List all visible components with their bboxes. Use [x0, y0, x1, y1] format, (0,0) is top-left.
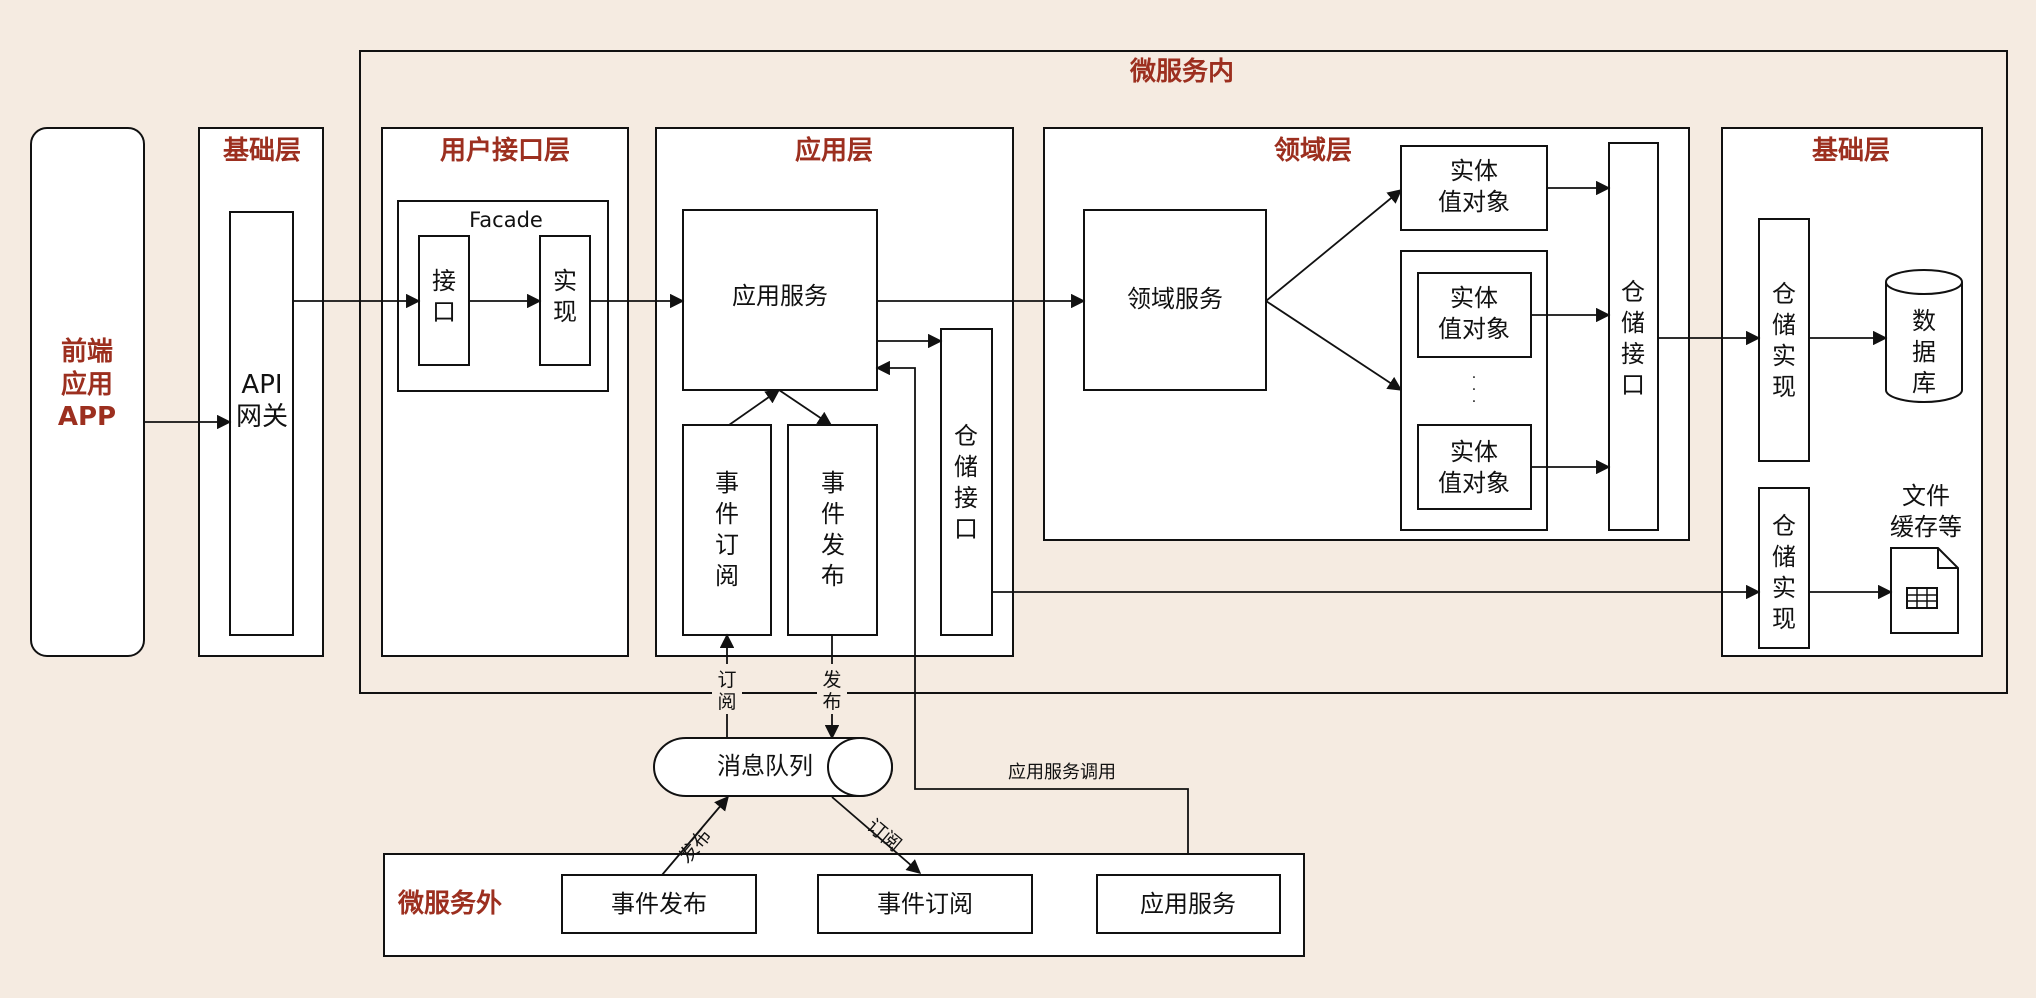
subscribe-label-2: 阅 [717, 691, 736, 713]
app-repo-interface-line-3: 接 [954, 484, 978, 512]
event-subscribe-line-2: 件 [715, 500, 739, 528]
file-icon [1890, 547, 1959, 634]
domain-repo-interface-line-2: 储 [1621, 309, 1645, 337]
frontend-line-2: 应用 [61, 369, 113, 400]
file-cache-line-2: 缓存等 [1890, 513, 1962, 541]
repo-impl-top-line-4: 现 [1772, 373, 1796, 401]
app-repo-interface-line-1: 仓 [954, 422, 978, 450]
publish-label-bg [817, 664, 847, 714]
mq-subscribe-label: 订阅 [862, 815, 905, 856]
message-queue-label: 消息队列 [717, 752, 813, 780]
entity-mid-line-1: 实体 [1450, 284, 1498, 312]
outer-event-publish-label: 事件发布 [611, 890, 707, 918]
database-icon [1885, 269, 1963, 403]
app-repo-interface-line-2: 储 [954, 453, 978, 481]
event-subscribe-box [682, 424, 772, 636]
arrow-mq-outer-subscribe [831, 796, 922, 874]
entity-top-line-1: 实体 [1450, 157, 1498, 185]
facade-impl-box [539, 235, 591, 366]
publish-label-1: 发 [822, 669, 841, 691]
outer-event-publish-box [561, 874, 757, 934]
frontend-line-3: APP [58, 402, 116, 432]
app-service-call-label: 应用服务调用 [1008, 762, 1116, 783]
app-service-label: 应用服务 [732, 282, 828, 310]
domain-repo-interface-box [1608, 142, 1659, 531]
outer-app-service-box [1096, 874, 1281, 934]
microservice-inner-title: 微服务内 [1129, 56, 1234, 87]
arrow-domainservice-entity-group [1265, 300, 1403, 391]
entity-mid-line-2: 值对象 [1438, 315, 1510, 343]
repo-impl-top-line-2: 储 [1772, 311, 1796, 339]
ellipsis-dot-1: · [1472, 370, 1476, 386]
repo-impl-bottom-line-3: 实 [1772, 574, 1796, 602]
event-subscribe-line-4: 阅 [715, 562, 739, 590]
facade-interface-line-1: 接 [432, 267, 456, 295]
repo-impl-bottom-box [1758, 487, 1810, 649]
domain-service-label: 领域服务 [1127, 285, 1223, 313]
repo-impl-bottom-line-2: 储 [1772, 543, 1796, 571]
arrow-domainservice-entity-top [1265, 189, 1403, 302]
event-publish-box [787, 424, 878, 636]
entity-bottom-line-1: 实体 [1450, 438, 1498, 466]
message-queue-icon [653, 737, 893, 797]
domain-repo-interface-line-3: 接 [1621, 340, 1645, 368]
ellipsis-dot-3: · [1472, 394, 1476, 410]
api-gateway-line-1: API [241, 370, 282, 400]
file-cache-line-1: 文件 [1902, 482, 1950, 510]
facade-interface-line-2: 口 [432, 298, 456, 326]
entity-top-box [1400, 145, 1548, 231]
infra-layer-left-title: 基础层 [223, 136, 301, 166]
application-layer-title: 应用层 [795, 135, 873, 166]
entity-bottom-line-2: 值对象 [1438, 469, 1510, 497]
event-publish-line-1: 事 [821, 469, 845, 497]
facade-label: Facade [469, 208, 543, 232]
domain-layer-title: 领域层 [1274, 135, 1352, 166]
api-gateway-box [229, 211, 294, 636]
microservice-inner-frame [359, 50, 2008, 694]
arrow-outer-publish-mq [661, 795, 729, 876]
entity-mid-box [1417, 272, 1532, 358]
repo-impl-bottom-line-1: 仓 [1772, 512, 1796, 540]
subscribe-label-bg [712, 664, 742, 714]
user-interface-layer-title: 用户接口层 [440, 135, 570, 166]
domain-repo-interface-line-4: 口 [1621, 371, 1645, 399]
frontend-line-1: 前端 [61, 336, 113, 367]
event-publish-line-3: 发 [821, 531, 845, 559]
ellipsis-dot-2: · [1472, 382, 1476, 398]
frontend-app-box [30, 127, 145, 657]
repo-impl-top-line-1: 仓 [1772, 280, 1796, 308]
event-subscribe-line-3: 订 [715, 531, 739, 559]
publish-label-2: 布 [822, 691, 841, 713]
database-line-3: 库 [1912, 369, 1936, 397]
repo-impl-top-box [1758, 218, 1810, 462]
outer-event-subscribe-box [817, 874, 1033, 934]
database-line-1: 数 [1912, 307, 1936, 335]
infra-layer-right-title: 基础层 [1812, 136, 1890, 166]
facade-impl-line-2: 现 [553, 298, 577, 326]
entity-top-line-2: 值对象 [1438, 188, 1510, 216]
app-repo-interface-box [940, 328, 993, 636]
microservice-outer-title: 微服务外 [397, 888, 502, 919]
event-publish-line-4: 布 [821, 562, 845, 590]
event-publish-line-2: 件 [821, 500, 845, 528]
api-gateway-line-2: 网关 [236, 402, 288, 432]
arrow-appservice-publish [778, 389, 833, 426]
outer-app-service-label: 应用服务 [1140, 890, 1236, 918]
arrow-subscribe-appservice [728, 389, 781, 426]
outer-event-subscribe-label: 事件订阅 [877, 890, 973, 918]
repo-impl-top-line-3: 实 [1772, 342, 1796, 370]
facade-impl-line-1: 实 [553, 267, 577, 295]
database-line-2: 据 [1912, 338, 1936, 366]
app-repo-interface-line-4: 口 [954, 515, 978, 543]
event-subscribe-line-1: 事 [715, 469, 739, 497]
repo-impl-bottom-line-4: 现 [1772, 605, 1796, 633]
subscribe-label-1: 订 [717, 669, 736, 691]
domain-repo-interface-line-1: 仓 [1621, 278, 1645, 306]
arrow-outer-app-service-call [875, 360, 1189, 875]
